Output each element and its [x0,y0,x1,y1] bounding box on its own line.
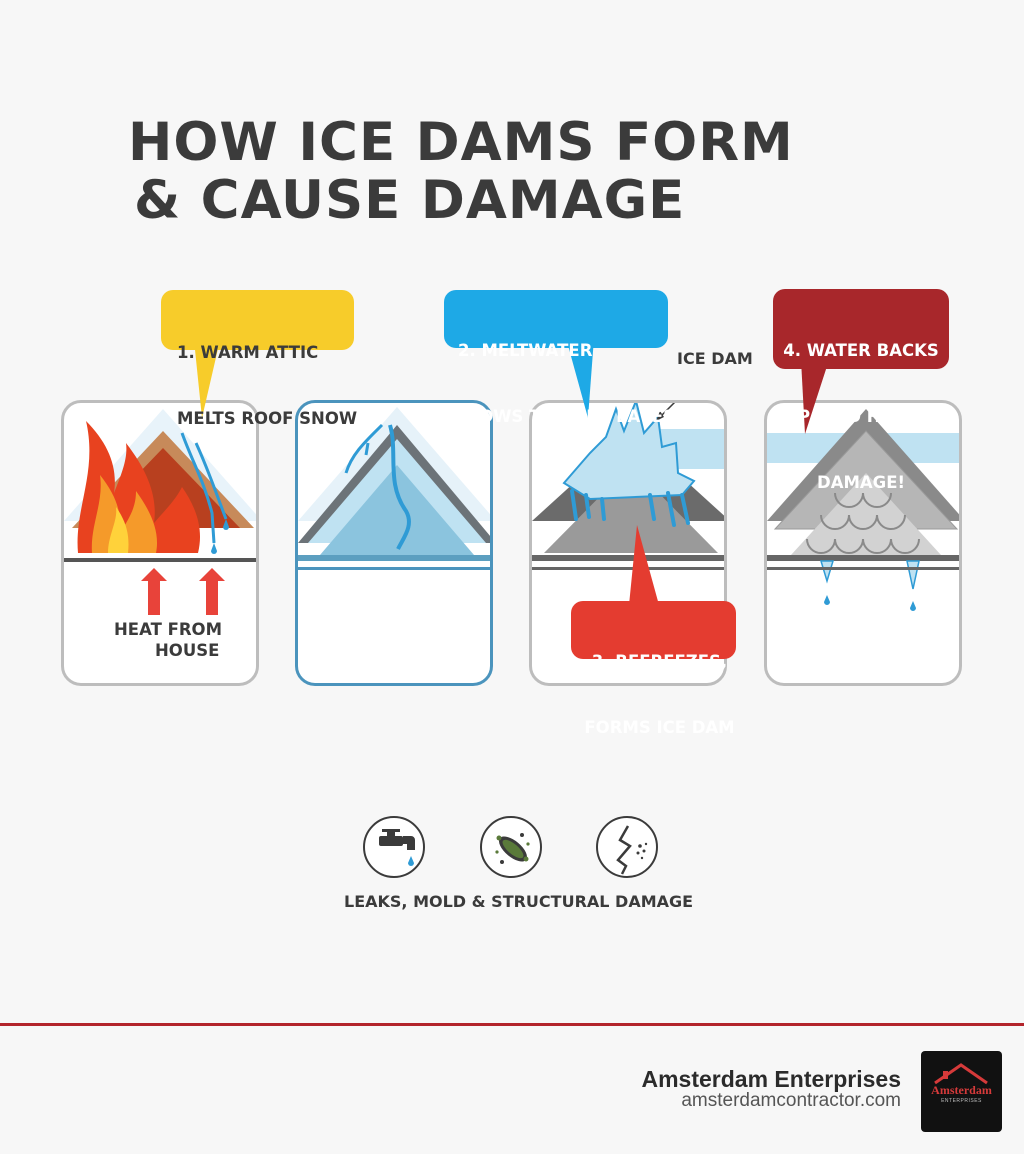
step-1-line-2: MELTS ROOF SNOW [177,409,358,428]
ice-dam-illustration [532,403,724,570]
step-4-line-2: UP INTO HOUSE. [784,407,938,426]
structural-crack-icon [596,816,658,878]
panel-warm-attic [61,400,259,686]
step-4-line-3: DAMAGE! [817,473,905,492]
step-1-line-1: 1. WARM ATTIC [177,343,319,362]
step-2-line-1: 2. MELTWATER [458,341,593,360]
bubble-1-tail [194,340,220,418]
faucet-leak-icon [363,816,425,878]
title-line-1: HOW ICE DAMS FORM [128,112,794,173]
warm-attic-illustration [64,409,256,615]
step-1-bubble: 1. WARM ATTIC MELTS ROOF SNOW [161,290,357,428]
heat-arrow-1 [141,568,167,615]
heat-label-line-2: HOUSE [155,641,220,660]
panel-water-backup [764,400,962,686]
step-3-line-1: 3. REFREEZES, [591,652,728,671]
step-4-bubble: 4. WATER BACKS UP INTO HOUSE. DAMAGE! [773,289,949,492]
panel-meltwater [295,400,493,686]
company-url[interactable]: amsterdamcontractor.com [681,1090,901,1111]
heat-label-line-1: HEAT FROM [114,620,222,639]
company-name: Amsterdam Enterprises [641,1066,902,1092]
company-logo: Amsterdam ENTERPRISES [921,1051,1002,1132]
water-backup-illustration [767,409,959,611]
mold-icon [480,816,542,878]
bubble-4-tail [801,360,829,434]
step-2-bubble: 2. MELTWATER FLOWS TO COLD EAVES [444,290,675,426]
step-3-line-2: FORMS ICE DAM [584,718,735,737]
step-3-bubble: 3. REFREEZES, FORMS ICE DAM [571,601,736,737]
title-line-2: & CAUSE DAMAGE [134,170,686,231]
meltwater-illustration [298,407,490,570]
step-4-line-1: 4. WATER BACKS [783,341,939,360]
bubble-2-tail [566,338,594,418]
shingle-pattern [806,492,920,554]
bubble-3-tail [629,525,659,605]
damage-caption: LEAKS, MOLD & STRUCTURAL DAMAGE [344,892,694,911]
footer-divider [0,1023,1024,1026]
heat-arrow-2 [199,568,225,615]
step-2-line-2: FLOWS TO COLD EAVES [458,407,676,426]
ice-dam-label: ICE DAM [677,349,753,368]
